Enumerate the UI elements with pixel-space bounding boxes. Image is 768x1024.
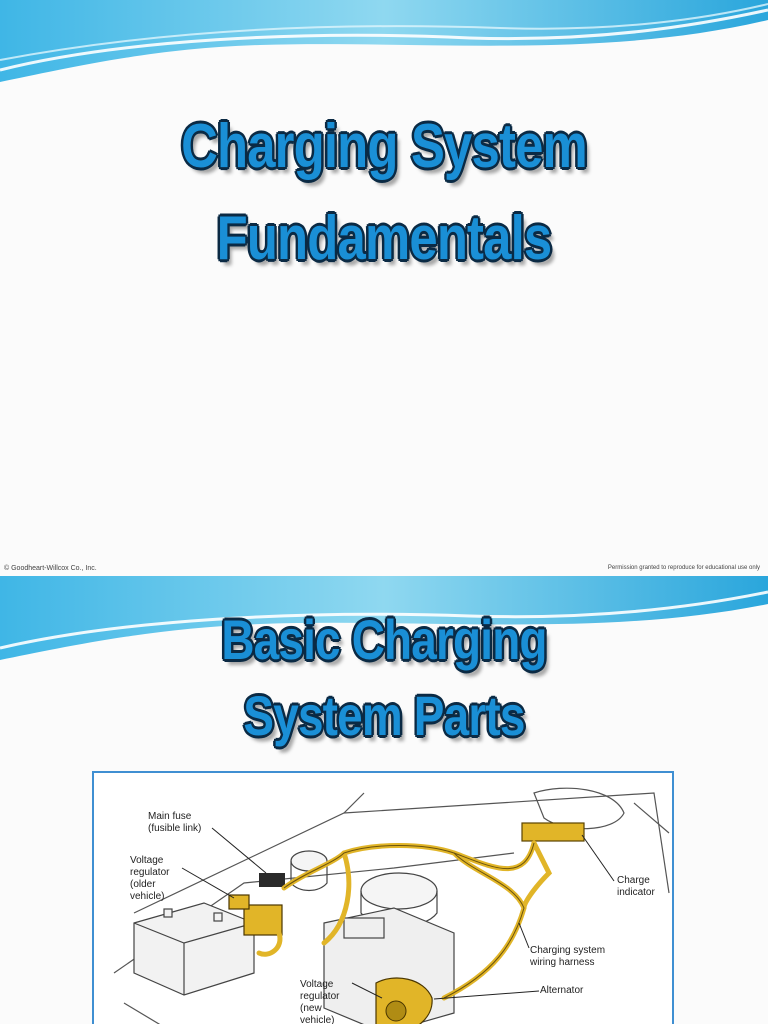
label-main-fuse: Main fuse (fusible link) — [148, 811, 202, 834]
slide-1: Charging System Fundamentals © Goodheart… — [0, 0, 768, 572]
slide-title-line-1: Charging System — [181, 112, 588, 181]
header-wave-graphic — [0, 0, 768, 82]
main-fuse — [259, 873, 285, 887]
label-voltage-regulator-older: Voltage regulator (older vehicle) — [130, 855, 170, 902]
vehicle-engine-bay-illustration — [113, 787, 670, 1024]
alternator — [375, 977, 433, 1024]
permission-footer: Permission granted to reproduce for educ… — [607, 565, 760, 571]
header-wave-graphic — [0, 576, 768, 660]
voltage-regulator-old — [228, 894, 283, 936]
label-voltage-regulator-new: Voltage regulator (new vehicle) — [300, 979, 340, 1024]
battery — [133, 902, 255, 996]
slide-title-line-2: Fundamentals — [216, 204, 553, 273]
slide-title-line-2: System Parts — [243, 684, 525, 747]
charge-indicator-box — [521, 822, 585, 842]
label-wiring-harness: Charging system wiring harness — [530, 945, 606, 968]
charging-system-diagram: Main fuse (fusible link) Voltage regulat… — [92, 771, 674, 1024]
label-alternator: Alternator — [540, 985, 584, 996]
slide-2: Basic Charging System Parts — [0, 576, 768, 1024]
slide-title-line-1: Basic Charging — [221, 608, 547, 671]
copyright-footer: © Goodheart-Willcox Co., Inc. — [4, 565, 97, 572]
label-charge-indicator: Charge indicator — [617, 875, 655, 898]
